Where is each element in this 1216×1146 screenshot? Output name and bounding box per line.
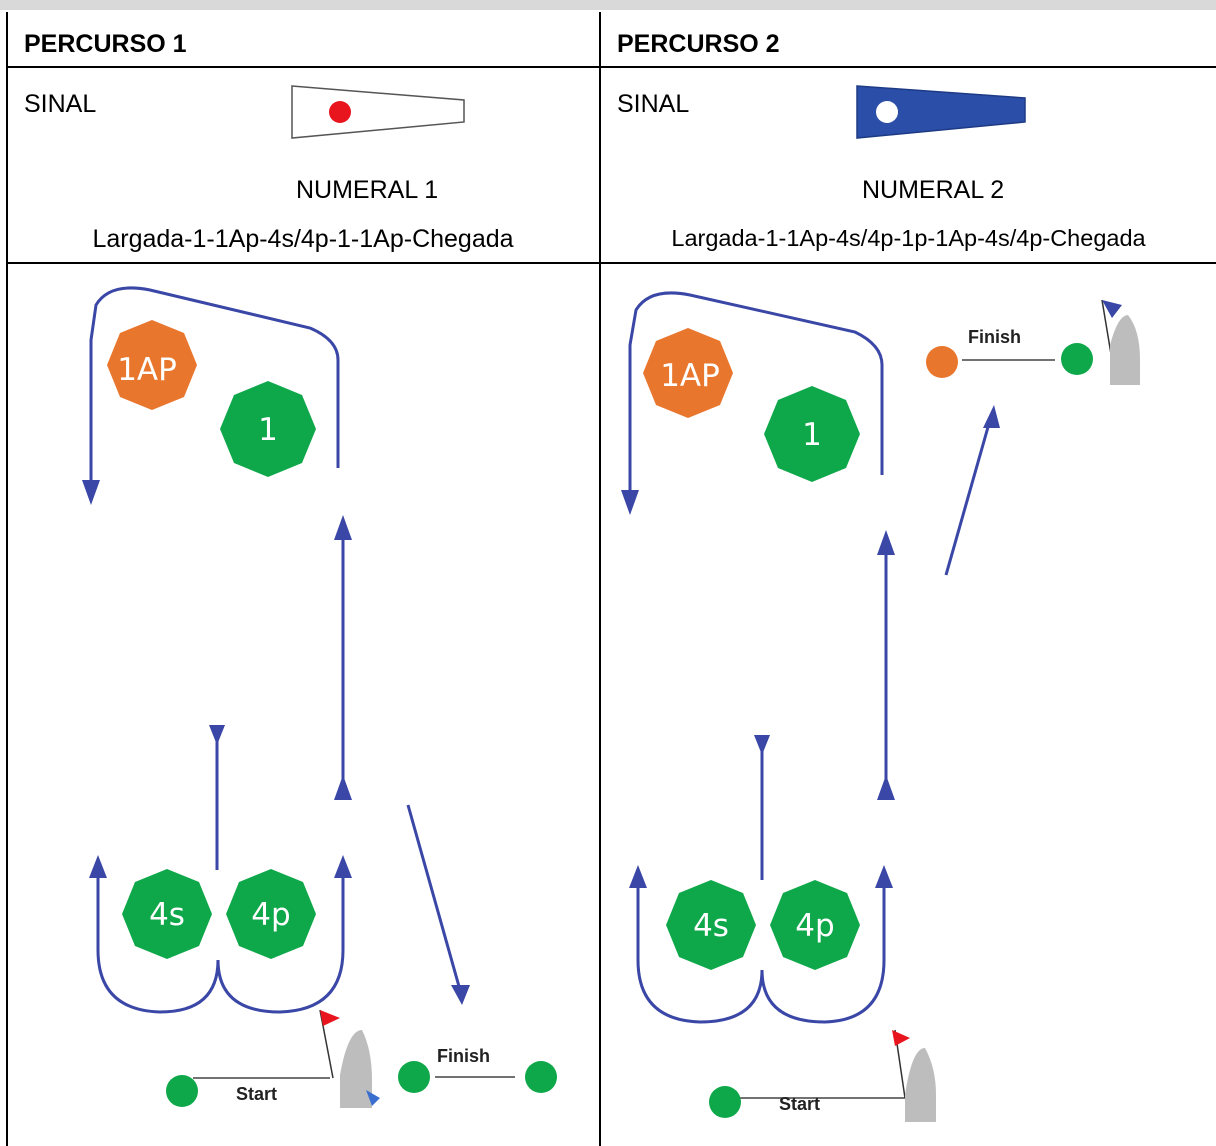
arrowhead: [754, 735, 770, 755]
arrowhead: [877, 775, 895, 800]
blue-flag: [366, 1090, 380, 1106]
finish-buoy-left: [398, 1061, 430, 1093]
finish-boat: [1110, 315, 1140, 385]
flag-dot: [876, 101, 898, 123]
arrowhead: [89, 855, 107, 878]
arrowhead: [983, 405, 1000, 428]
table-border-row: [6, 262, 1216, 264]
arrowhead: [82, 480, 100, 505]
red-flag: [320, 1010, 340, 1026]
finish-buoy-right: [525, 1061, 557, 1093]
mark-4p-label: 4p: [795, 908, 834, 944]
blue-flag: [1102, 300, 1122, 318]
mark-4p-label: 4p: [251, 897, 290, 933]
mark-4s: [122, 869, 212, 959]
course2-sequence: Largada-1-1Ap-4s/4p-1p-1Ap-4s/4p-Chegada: [671, 225, 1146, 251]
arrowhead: [451, 985, 470, 1005]
finish-label: Finish: [437, 1046, 490, 1066]
table-border-middle: [599, 12, 601, 1146]
red-flag: [892, 1030, 910, 1046]
committee-boat: [340, 1030, 372, 1108]
mark-1ap: [643, 328, 733, 418]
start-pin-buoy: [709, 1086, 741, 1118]
arrowhead: [209, 725, 225, 745]
course2-signal-flag: [856, 85, 1026, 139]
mark-4s-label: 4s: [693, 908, 729, 944]
arrowhead: [334, 515, 352, 540]
mark-1: [764, 386, 860, 482]
course1-sequence: Largada-1-1Ap-4s/4p-1-1Ap-Chegada: [92, 225, 514, 253]
course-line-gate-loop: [636, 880, 886, 1024]
course-line-gate-loop: [96, 870, 345, 1014]
mark-1: [220, 381, 316, 477]
course1-diagram: 1AP 1 4s 4p Start Finish: [82, 286, 557, 1108]
mark-1ap-label: 1AP: [660, 358, 720, 394]
flag-dot: [329, 101, 351, 123]
start-label: Start: [779, 1094, 820, 1114]
arrowhead: [334, 855, 352, 878]
course2-title: PERCURSO 2: [617, 30, 780, 58]
course1-title: PERCURSO 1: [24, 30, 187, 58]
finish-label: Finish: [968, 327, 1021, 347]
mark-4s-label: 4s: [149, 897, 185, 933]
arrowhead: [629, 865, 647, 888]
table-border-left: [6, 12, 8, 1146]
mark-1ap-label: 1AP: [117, 352, 177, 388]
committee-boat: [905, 1048, 936, 1122]
start-label: Start: [236, 1084, 277, 1104]
arrowhead: [334, 775, 352, 800]
course1-numeral: NUMERAL 1: [296, 176, 439, 204]
mark-1-label: 1: [802, 417, 822, 453]
start-pin-buoy: [166, 1075, 198, 1107]
mark-4p: [226, 869, 316, 959]
top-border: [0, 0, 1216, 10]
mark-1-label: 1: [258, 412, 278, 448]
table-border-header: [6, 66, 1216, 68]
course2-numeral: NUMERAL 2: [862, 176, 1005, 204]
arrowhead: [877, 530, 895, 555]
course-line-top-loop: [628, 291, 884, 500]
course1-signal-label: SINAL: [24, 90, 97, 118]
finish-buoy-left: [926, 346, 958, 378]
course1-signal-flag: [291, 85, 465, 139]
arrowhead: [621, 490, 639, 515]
course-line-finish-leg: [406, 804, 462, 991]
mark-4s: [666, 880, 756, 970]
mark-1ap: [107, 320, 197, 410]
mark-4p: [770, 880, 860, 970]
course-line-top-loop: [89, 286, 340, 492]
finish-buoy-right: [1061, 343, 1093, 375]
course2-signal-label: SINAL: [617, 90, 690, 118]
course-line-finish-leg: [944, 419, 992, 576]
arrowhead: [875, 865, 893, 888]
